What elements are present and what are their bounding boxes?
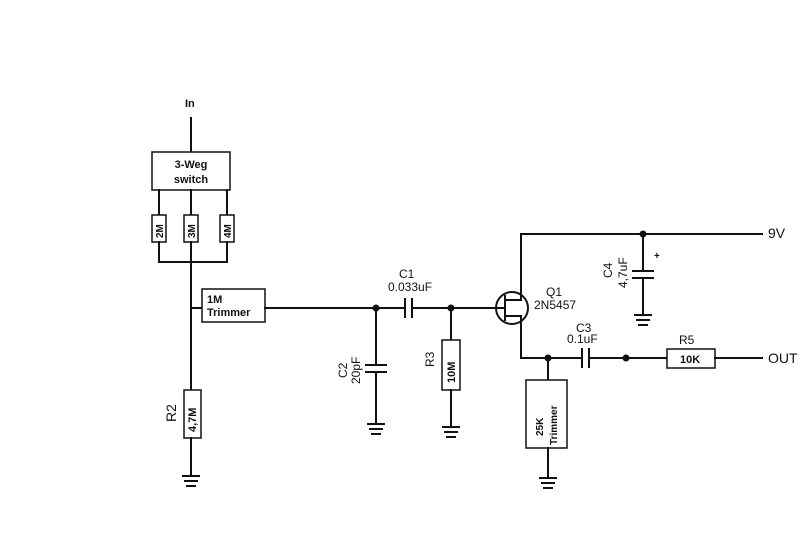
trimmer-25k: 25K Trimmer — [525, 379, 568, 449]
switch-resistor-4m: 4M — [219, 214, 235, 243]
junction-dot — [622, 354, 630, 362]
trimmer-1m-line2: Trimmer — [207, 307, 251, 319]
supply-label: 9V — [768, 225, 786, 241]
resistor-value: 2M — [155, 224, 166, 238]
ground-symbol — [182, 475, 200, 487]
resistor-value: 3M — [187, 224, 198, 238]
r5-value: 10K — [680, 354, 700, 366]
switch-resistor-2m: 2M — [151, 214, 167, 243]
resistor-value: 4M — [223, 224, 234, 238]
switch-label-line2: switch — [174, 174, 209, 186]
ground-symbol — [539, 477, 557, 489]
ground-symbol — [634, 314, 652, 326]
capacitor-c3: C3 0.1uF — [567, 321, 598, 368]
ground-symbol — [442, 426, 460, 438]
three-way-switch: 3-Weg switch — [151, 151, 231, 191]
trimmer-body — [201, 288, 266, 323]
r2-ref: R2 — [163, 404, 179, 422]
resistor-r2: 4,7M R2 — [163, 389, 202, 439]
capacitor-c1: C1 0.033uF — [388, 267, 432, 318]
resistor-body — [183, 389, 202, 439]
c1-value: 0.033uF — [388, 280, 432, 294]
capacitor-c2: C2 20pF — [336, 357, 387, 384]
c3-ref: C3 — [576, 321, 592, 335]
trimmer-body — [525, 379, 568, 449]
jfet-q1: Q1 2N5457 — [495, 285, 576, 325]
trimmer-25k-line2: Trimmer — [549, 405, 560, 445]
c1-ref: C1 — [399, 267, 415, 281]
q1-ref: Q1 — [546, 285, 562, 299]
resistor-r5: 10K R5 — [666, 333, 716, 369]
r2-value: 4,7M — [187, 408, 199, 432]
c4-value: 4,7uF — [616, 257, 630, 288]
q1-part: 2N5457 — [534, 298, 576, 312]
r5-ref: R5 — [679, 333, 695, 347]
switch-resistor-3m: 3M — [183, 214, 199, 243]
c2-ref: C2 — [336, 362, 350, 378]
trimmer-1m-line1: 1M — [207, 294, 222, 306]
input-label: In — [185, 98, 195, 110]
trimmer-25k-line1: 25K — [535, 417, 546, 436]
trimmer-1m: 1M Trimmer — [201, 288, 266, 323]
r3-value: 10M — [446, 362, 458, 383]
c3-value: 0.1uF — [567, 332, 598, 346]
output-label: OUT — [768, 350, 798, 366]
c4-ref: C4 — [601, 262, 615, 278]
capacitor-c4: + C4 4,7uF — [601, 251, 660, 288]
ground-symbol — [367, 423, 385, 435]
c2-value: 20pF — [349, 357, 363, 384]
switch-label-line1: 3-Weg — [175, 159, 208, 171]
r3-ref: R3 — [423, 351, 437, 367]
resistor-r3: 10M R3 — [423, 339, 461, 391]
c4-polarity: + — [654, 251, 660, 262]
